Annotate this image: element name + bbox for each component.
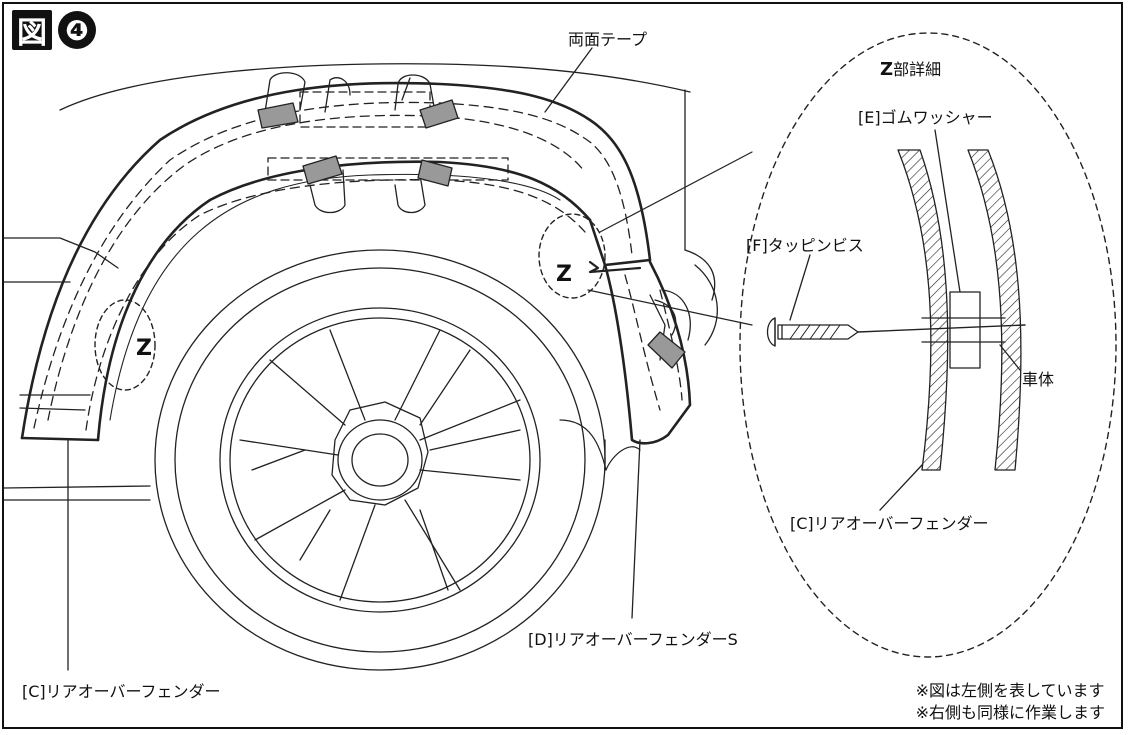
double-sided-tape-pieces [257,99,686,369]
figure-label: 図 [12,10,52,51]
z-mark-right: Z [556,262,572,287]
z-detail-ellipse [739,32,1117,658]
car-body-label: 車体 [1022,370,1055,389]
rear-over-fender-s-label: [D]リアオーバーフェンダーS [528,630,738,649]
car-body-outline [4,63,718,501]
rear-over-fender-main-label: [C]リアオーバーフェンダー [22,682,221,701]
z-detail-title: Z部詳細 [880,56,941,80]
rear-over-fender-detail-label: [C]リアオーバーフェンダー [790,514,989,533]
rubber-washer-label: [E]ゴムワッシャー [858,108,993,127]
figure-number: ❹ [58,11,96,49]
notes: ※図は左側を表しています ※右側も同様に作業します [916,680,1105,723]
z-mark-left: Z [136,336,152,361]
note-line-1: ※図は左側を表しています [915,681,1105,700]
z-detail-suffix: 部詳細 [893,60,942,79]
tapping-screw-label: [F]タッピンビス [746,236,864,255]
z-detail-letter: Z [880,59,894,80]
tire [154,249,606,671]
detail-section [766,129,1026,511]
figure-title: 図 ❹ [12,10,96,51]
z-callout-ellipses [94,213,606,391]
double-sided-tape-label: 両面テープ [568,30,648,49]
rear-over-fender-c [20,81,652,442]
note-line-2: ※右側も同様に作業します [915,702,1105,722]
